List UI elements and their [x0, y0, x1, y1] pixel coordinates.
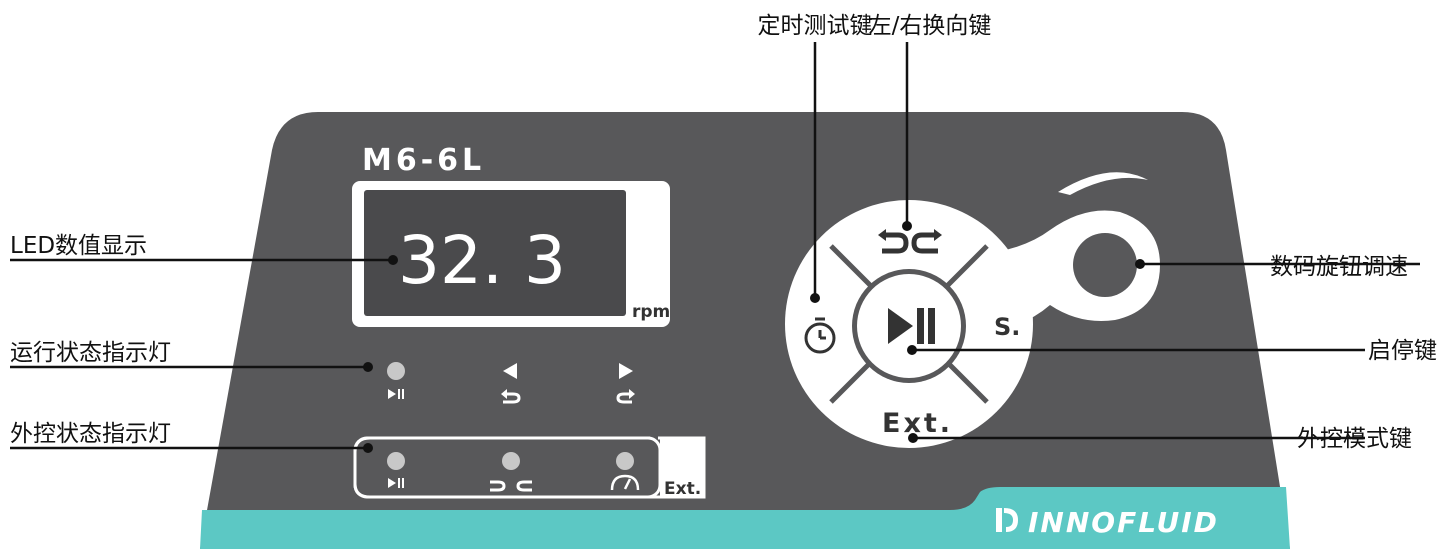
callout-external-status-led: 外控状态指示灯 [10, 421, 171, 447]
external-direction-led [502, 452, 520, 470]
play-pause-icon [388, 389, 404, 399]
run-status-led [387, 362, 405, 380]
brand-name: INNOFLUID [1028, 506, 1219, 539]
external-mode-key-label[interactable]: Ext. [882, 408, 953, 439]
callout-dots [363, 221, 1145, 453]
external-panel-inner [353, 436, 662, 499]
direction-key[interactable] [860, 225, 958, 261]
play-pause-icon [888, 308, 935, 344]
rotate-left-arrowhead [501, 389, 507, 399]
direction-icon [882, 232, 938, 254]
callout-rotary-knob: 数码旋钮调速 [1270, 254, 1408, 280]
innofluid-logo-icon [996, 508, 1018, 532]
callout-direction-key: 左/右换向键 [869, 13, 992, 39]
speedometer-icon [610, 474, 640, 491]
external-run-led [387, 452, 405, 470]
led-display-screen [364, 190, 626, 316]
callout-lines [10, 42, 1420, 450]
stopwatch-icon [804, 317, 836, 354]
rotary-knob[interactable] [1073, 233, 1137, 297]
timer-key[interactable] [804, 317, 836, 354]
callout-start-stop-key: 启停键 [1368, 338, 1437, 364]
knob-arc [1058, 172, 1148, 195]
callout-timer-key: 定时测试键 [758, 13, 873, 39]
external-panel-tab [660, 438, 704, 497]
play-pause-icon [388, 478, 404, 488]
teal-band [200, 487, 1290, 549]
led-display-unit: rpm [632, 302, 670, 322]
led-display-value: 32. 3 [398, 222, 566, 299]
external-panel-label: Ext. [664, 479, 701, 499]
rotate-right-icon [616, 392, 632, 404]
right-direction-led [619, 363, 633, 379]
callout-external-mode-key: 外控模式键 [1297, 426, 1412, 452]
rotate-left-icon [503, 392, 521, 404]
callout-run-status-led: 运行状态指示灯 [10, 340, 171, 366]
rotate-right-arrowhead [629, 389, 635, 399]
external-speed-led [616, 452, 634, 470]
speed-mode-label: S. [994, 313, 1020, 341]
direction-icon [490, 480, 532, 492]
model-name: M6-6L [362, 143, 485, 178]
left-direction-led [503, 363, 517, 379]
callout-led-display: LED数值显示 [10, 233, 147, 259]
